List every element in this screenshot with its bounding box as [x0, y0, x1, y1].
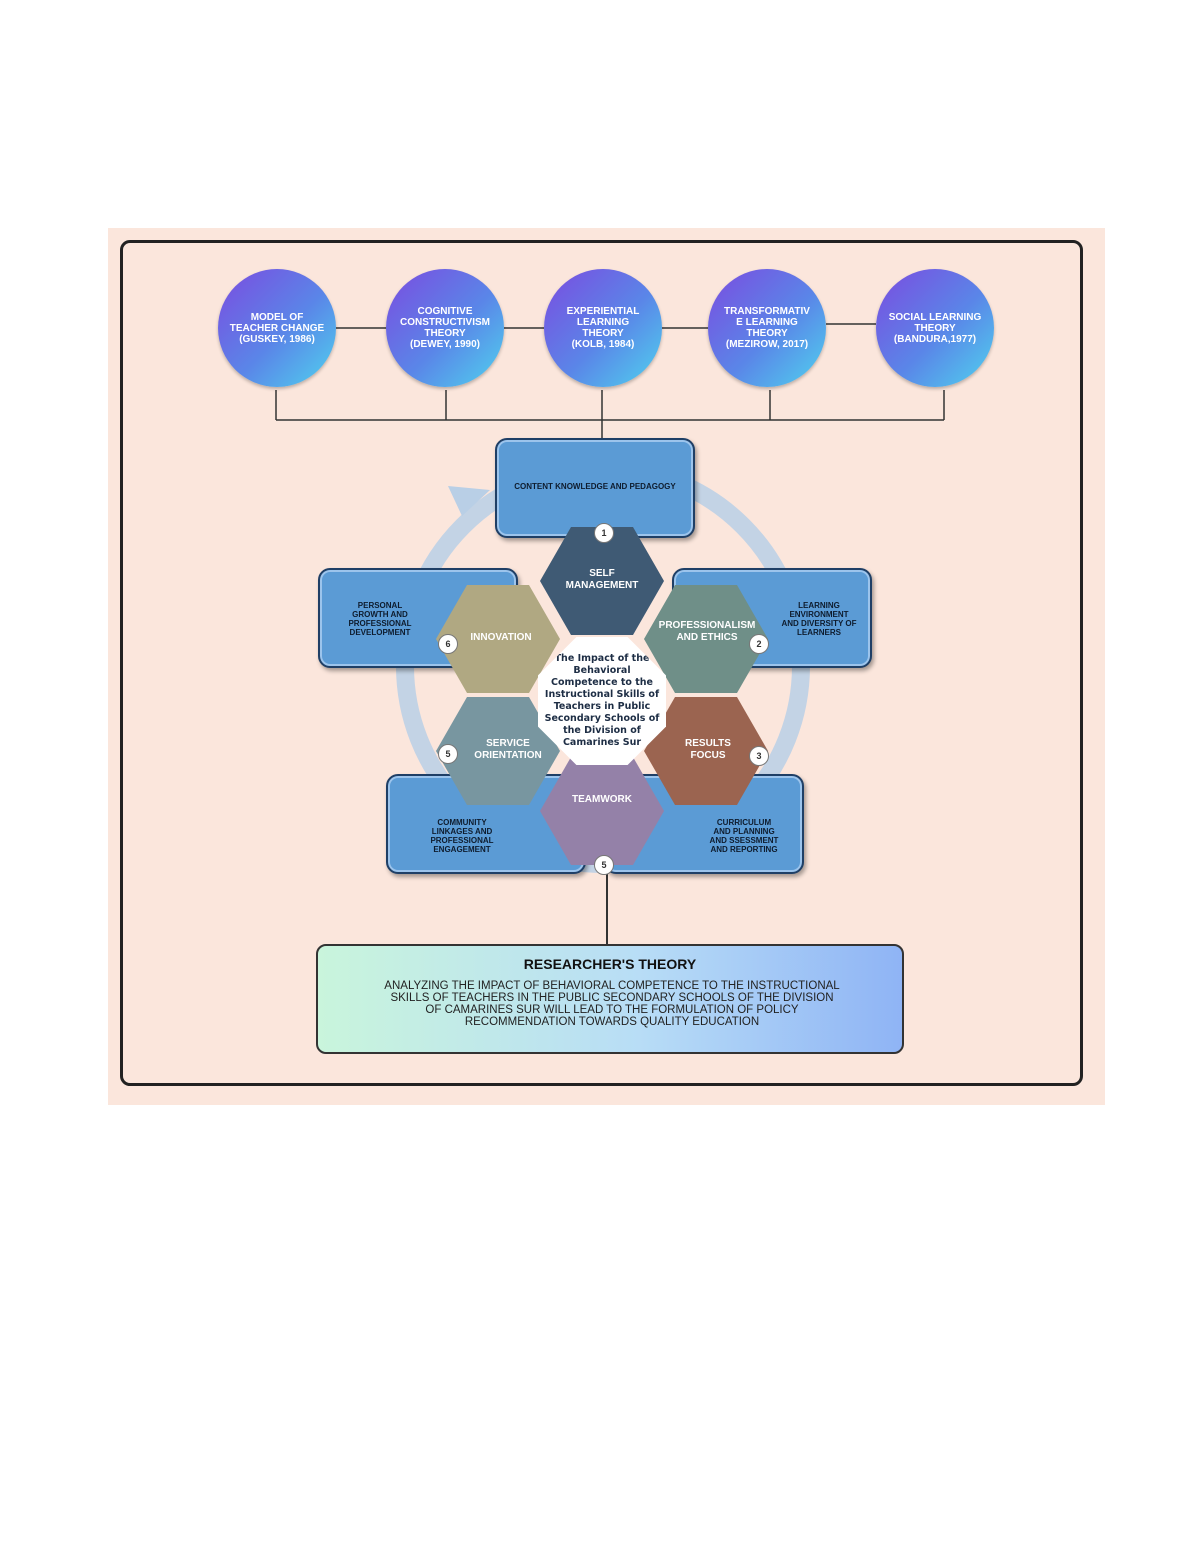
theory-label: SOCIAL LEARNING THEORY (BANDURA,1977): [888, 311, 982, 345]
theory-circle-dewey: COGNITIVE CONSTRUCTIVISM THEORY (DEWEY, …: [386, 269, 504, 387]
competency-innovation: INNOVATION: [470, 632, 532, 643]
theory-circle-kolb: EXPERIENTIAL LEARNING THEORY (KOLB, 1984…: [544, 269, 662, 387]
theory-label: COGNITIVE CONSTRUCTIVISM THEORY (DEWEY, …: [400, 306, 490, 350]
domain-label-left: PERSONAL GROWTH AND PROFESSIONAL DEVELOP…: [348, 601, 412, 637]
theory-circle-mezirow: TRANSFORMATIV E LEARNING THEORY (MEZIROW…: [708, 269, 826, 387]
badge-4: 5: [594, 855, 614, 875]
hex-self-management: [540, 527, 664, 635]
theory-label: EXPERIENTIAL LEARNING THEORY (KOLB, 1984…: [566, 306, 640, 350]
central-topic-label: The Impact of the Behavioral Competence …: [544, 653, 660, 748]
theory-label: MODEL OF TEACHER CHANGE (GUSKEY, 1986): [229, 311, 325, 345]
researchers-theory-title: RESEARCHER'S THEORY: [523, 956, 697, 972]
domain-label-right: LEARNING ENVIRONMENT AND DIVERSITY OF LE…: [781, 601, 857, 637]
hex-teamwork: [540, 757, 664, 865]
theory-label: TRANSFORMATIV E LEARNING THEORY (MEZIROW…: [724, 306, 810, 350]
domain-label-top: CONTENT KNOWLEDGE AND PEDAGOGY: [514, 482, 676, 491]
badge-5: 5: [438, 744, 458, 764]
badge-3: 3: [749, 746, 769, 766]
badge-2: 2: [749, 634, 769, 654]
theory-circle-guskey: MODEL OF TEACHER CHANGE (GUSKEY, 1986): [218, 269, 336, 387]
badge-1: 1: [594, 523, 614, 543]
domain-label-bottom-left: COMMUNITY LINKAGES AND PROFESSIONAL ENGA…: [430, 818, 494, 854]
domain-label-bottom-right: CURRICULUM AND PLANNING AND SSESSMENT AN…: [709, 818, 779, 854]
competency-results-focus: RESULTS FOCUS: [685, 738, 731, 761]
competency-professionalism: PROFESSIONALISM AND ETHICS: [658, 620, 756, 643]
theory-circle-bandura: SOCIAL LEARNING THEORY (BANDURA,1977): [876, 269, 994, 387]
competency-service-orientation: SERVICE ORIENTATION: [474, 738, 542, 761]
competency-teamwork: TEAMWORK: [572, 794, 632, 805]
central-topic: The Impact of the Behavioral Competence …: [538, 637, 666, 765]
competency-self-management: SELF MANAGEMENT: [565, 568, 639, 591]
cycle-arrowhead: [448, 486, 490, 516]
researchers-theory-box: RESEARCHER'S THEORY ANALYZING THE IMPACT…: [316, 944, 904, 1054]
badge-6: 6: [438, 634, 458, 654]
diagram-frame: [120, 240, 1083, 1086]
researchers-theory-statement: ANALYZING THE IMPACT OF BEHAVIORAL COMPE…: [384, 980, 840, 1028]
